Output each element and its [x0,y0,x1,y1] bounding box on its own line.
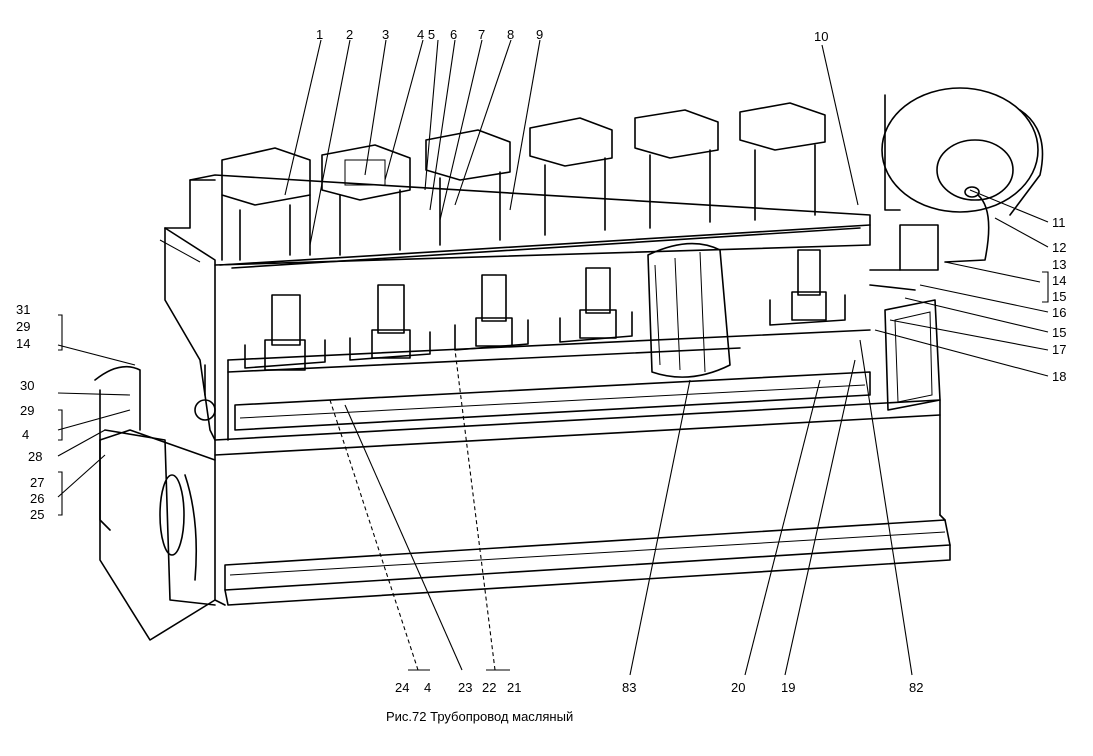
turbocharger [881,87,1044,263]
oil-filter [647,242,731,378]
label-14-right: 14 [1052,273,1067,288]
label-4-5: 4 5 [417,27,436,42]
label-1: 1 [316,27,324,42]
label-16: 16 [1052,305,1067,320]
label-11: 11 [1052,215,1066,230]
label-7: 7 [478,27,486,42]
label-3: 3 [382,27,390,42]
label-6: 6 [450,27,458,42]
label-10: 10 [814,29,829,44]
leader-lines [57,39,1049,676]
label-31: 31 [16,302,31,317]
label-18: 18 [1052,369,1067,384]
label-2: 2 [346,27,354,42]
label-13: 13 [1052,257,1067,272]
label-20: 20 [731,680,746,695]
label-30: 30 [20,378,35,393]
label-17: 17 [1052,342,1067,357]
left-end-assembly [94,364,216,606]
label-4-bottom: 4 [424,680,432,695]
label-28: 28 [28,449,43,464]
label-83: 83 [622,680,637,695]
label-9: 9 [536,27,544,42]
figure-caption: Рис.72 Трубопровод масляный [386,709,574,724]
label-21: 21 [507,680,522,695]
label-26: 26 [30,491,45,506]
label-23: 23 [458,680,473,695]
label-4-left: 4 [22,427,30,442]
engine-block [99,174,951,641]
label-29-upper: 29 [16,319,31,334]
fuel-pumps [244,249,846,371]
label-29-lower: 29 [20,403,35,418]
label-82: 82 [909,680,924,695]
label-24: 24 [395,680,410,695]
right-fittings [869,224,941,411]
label-14-left: 14 [16,336,31,351]
label-12: 12 [1052,240,1067,255]
label-19: 19 [781,680,796,695]
label-25: 25 [30,507,45,522]
label-8: 8 [507,27,515,42]
label-15-right-lower: 15 [1052,325,1067,340]
label-22: 22 [482,680,497,695]
cylinder-heads [221,102,826,261]
label-27: 27 [30,475,45,490]
label-15-right: 15 [1052,289,1067,304]
